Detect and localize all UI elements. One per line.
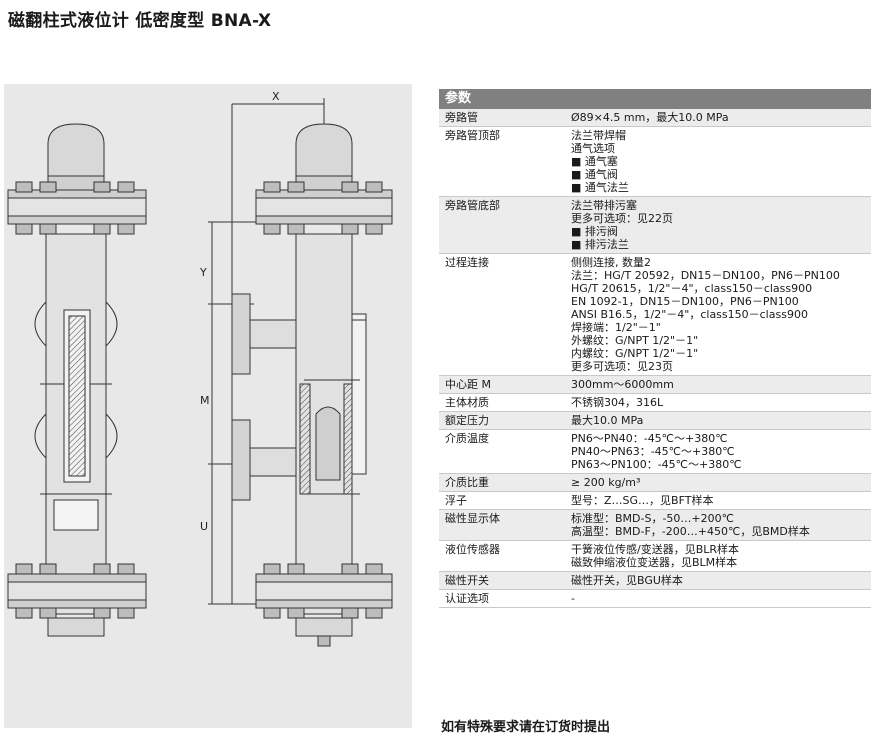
spec-label: 旁路管底部 xyxy=(445,199,500,212)
spec-row: 旁路管底部 法兰带排污塞更多可选项：见22页■ 排污阀■ 排污法兰 xyxy=(439,197,871,254)
spec-row: 液位传感器 干簧液位传感/变送器，见BLR样本磁致伸缩液位变送器，见BLM样本 xyxy=(439,541,871,572)
spec-value-line: Ø89×4.5 mm，最大10.0 MPa xyxy=(571,111,729,124)
spec-value-line: 干簧液位传感/变送器，见BLR样本 xyxy=(571,543,740,556)
spec-row: 中心距 M 300mm～6000mm xyxy=(439,376,871,394)
spec-value: 法兰带焊帽通气选项■ 通气塞■ 通气阀■ 通气法兰 xyxy=(567,127,871,196)
spec-value-line: 不锈钢304，316L xyxy=(571,396,664,409)
spec-value-line: 法兰带焊帽 xyxy=(571,129,626,142)
spec-value-line: 内螺纹：G/NPT 1/2"－1" xyxy=(571,347,699,360)
spec-value-line: 300mm～6000mm xyxy=(571,378,674,391)
spec-value: 型号：Z…SG…，见BFT样本 xyxy=(567,492,871,509)
spec-row: 浮子 型号：Z…SG…，见BFT样本 xyxy=(439,492,871,510)
level-gauge-drawing: X Y M U xyxy=(7,90,393,647)
spec-value-line: 磁性开关，见BGU样本 xyxy=(571,574,683,587)
spec-label: 磁性开关 xyxy=(445,574,489,587)
spec-label: 额定压力 xyxy=(445,414,489,427)
dim-label-y: Y xyxy=(199,266,207,279)
spec-value-line: EN 1092-1，DN15－DN100，PN6－PN100 xyxy=(571,295,799,308)
spec-value-line: 最大10.0 MPa xyxy=(571,414,644,427)
spec-label: 介质比重 xyxy=(445,476,489,489)
spec-value: 法兰带排污塞更多可选项：见22页■ 排污阀■ 排污法兰 xyxy=(567,197,871,253)
spec-value-line: 法兰带排污塞 xyxy=(571,199,637,212)
spec-table: 参数 旁路管 Ø89×4.5 mm，最大10.0 MPa 旁路管顶部 法兰带焊帽通气选… xyxy=(439,89,871,608)
spec-row: 主体材质 不锈钢304，316L xyxy=(439,394,871,412)
spec-label: 主体材质 xyxy=(445,396,489,409)
side-view xyxy=(208,98,393,647)
spec-value-line: 高温型：BMD-F，-200…+450℃，见BMD样本 xyxy=(571,525,810,538)
spec-value-line: HG/T 20615，1/2"－4"，class150－class900 xyxy=(571,282,813,295)
spec-value-line: PN6～PN40：-45℃～+380℃ xyxy=(571,432,728,445)
spec-label: 介质温度 xyxy=(445,432,489,445)
spec-value: 磁性开关，见BGU样本 xyxy=(567,572,871,589)
spec-label: 认证选项 xyxy=(445,592,489,605)
spec-value-line: ■ 排污阀 xyxy=(571,225,618,238)
spec-value-line: 更多可选项：见23页 xyxy=(571,360,673,373)
spec-table-header: 参数 xyxy=(439,89,871,109)
spec-value: ≥ 200 kg/m³ xyxy=(567,474,871,491)
spec-label: 旁路管顶部 xyxy=(445,129,500,142)
spec-label: 旁路管 xyxy=(445,111,478,124)
spec-row: 磁性开关 磁性开关，见BGU样本 xyxy=(439,572,871,590)
spec-value-line: 磁致伸缩液位变送器，见BLM样本 xyxy=(571,556,738,569)
spec-value-line: - xyxy=(571,592,575,605)
spec-value: 干簧液位传感/变送器，见BLR样本磁致伸缩液位变送器，见BLM样本 xyxy=(567,541,871,571)
spec-row: 介质比重 ≥ 200 kg/m³ xyxy=(439,474,871,492)
spec-label: 液位传感器 xyxy=(445,543,500,556)
spec-value-line: 通气选项 xyxy=(571,142,615,155)
spec-value-line: PN63～PN100：-45℃～+380℃ xyxy=(571,458,742,471)
spec-label: 中心距 M xyxy=(445,378,491,391)
spec-value-line: 焊接端：1/2"－1" xyxy=(571,321,661,334)
spec-value-line: 侧侧连接, 数量2 xyxy=(571,256,651,269)
spec-value: - xyxy=(567,590,871,607)
spec-value: 不锈钢304，316L xyxy=(567,394,871,411)
spec-row: 旁路管顶部 法兰带焊帽通气选项■ 通气塞■ 通气阀■ 通气法兰 xyxy=(439,127,871,197)
spec-value-line: ■ 通气塞 xyxy=(571,155,618,168)
spec-value-line: ■ 排污法兰 xyxy=(571,238,629,251)
technical-drawing: X Y M U xyxy=(4,84,412,728)
spec-value-line: 标准型：BMD-S，-50…+200℃ xyxy=(571,512,734,525)
spec-label: 磁性显示体 xyxy=(445,512,500,525)
spec-value-line: ANSI B16.5，1/2"－4"，class150－class900 xyxy=(571,308,808,321)
spec-value: Ø89×4.5 mm，最大10.0 MPa xyxy=(567,109,871,126)
spec-value-line: PN40～PN63：-45℃～+380℃ xyxy=(571,445,735,458)
spec-value-line: 更多可选项：见22页 xyxy=(571,212,673,225)
footer-note: 如有特殊要求请在订货时提出 xyxy=(441,720,611,735)
spec-label: 过程连接 xyxy=(445,256,489,269)
dim-label-m: M xyxy=(200,394,210,407)
page-title: 磁翻柱式液位计 低密度型 BNA-X xyxy=(8,11,272,31)
spec-value-line: ■ 通气阀 xyxy=(571,168,618,181)
spec-value-line: 法兰：HG/T 20592，DN15－DN100，PN6－PN100 xyxy=(571,269,840,282)
spec-row: 旁路管 Ø89×4.5 mm，最大10.0 MPa xyxy=(439,109,871,127)
spec-value-line: 外螺纹：G/NPT 1/2"－1" xyxy=(571,334,699,347)
spec-value-line: ≥ 200 kg/m³ xyxy=(571,476,641,489)
spec-value-line: 型号：Z…SG…，见BFT样本 xyxy=(571,494,714,507)
spec-label: 浮子 xyxy=(445,494,467,507)
front-view xyxy=(7,123,147,637)
dim-label-u: U xyxy=(200,520,208,533)
spec-value: 300mm～6000mm xyxy=(567,376,871,393)
spec-row: 认证选项 - xyxy=(439,590,871,608)
spec-value: 最大10.0 MPa xyxy=(567,412,871,429)
spec-value-line: ■ 通气法兰 xyxy=(571,181,629,194)
dim-label-x: X xyxy=(272,90,280,103)
spec-row: 额定压力 最大10.0 MPa xyxy=(439,412,871,430)
